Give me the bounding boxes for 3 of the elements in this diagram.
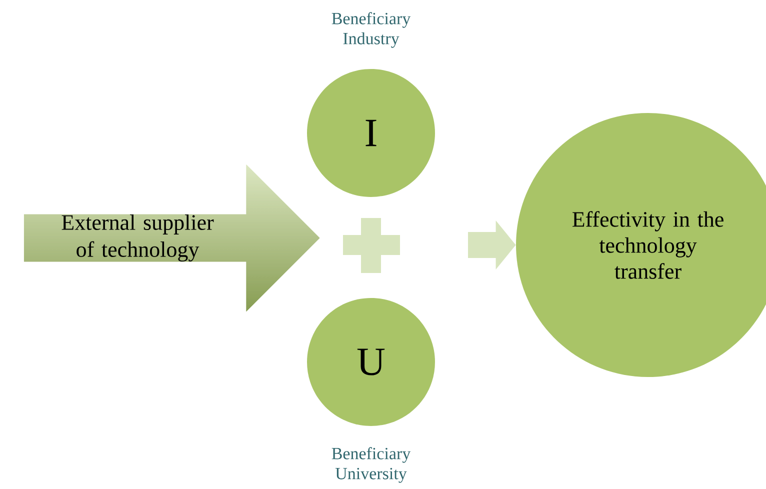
node-label: Beneficiary Industry <box>332 12 411 48</box>
node-label: Beneficiary University <box>332 447 411 483</box>
block-arrow: External supplier of technology <box>62 214 214 262</box>
